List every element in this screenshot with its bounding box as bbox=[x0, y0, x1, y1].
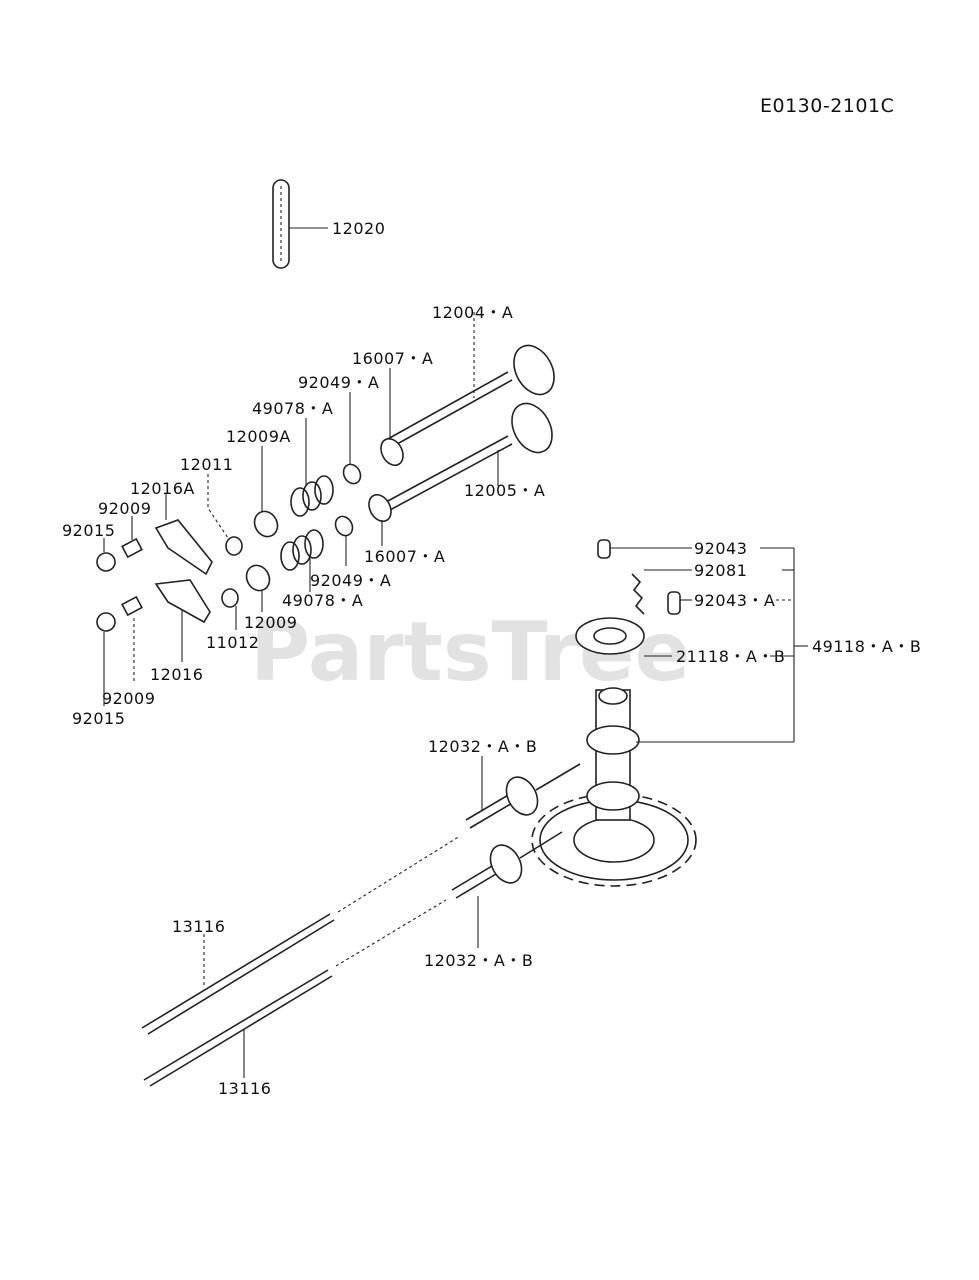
part-92081-spring[interactable] bbox=[631, 569, 692, 615]
diagram-code: E0130-2101C bbox=[760, 95, 894, 117]
label-12009a[interactable]: 12009A bbox=[226, 427, 291, 446]
label-12011[interactable]: 12011 bbox=[180, 455, 233, 474]
label-12020[interactable]: 12020 bbox=[332, 219, 385, 238]
label-92015-top[interactable]: 92015 bbox=[62, 521, 115, 540]
label-92015-bottom[interactable]: 92015 bbox=[72, 709, 125, 728]
label-21118-a-b[interactable]: 21118・A・B bbox=[676, 647, 785, 666]
part-12004-valve[interactable] bbox=[385, 312, 562, 449]
label-16007-a-bottom[interactable]: 16007・A bbox=[364, 547, 445, 566]
part-92009-screw-top[interactable] bbox=[121, 516, 143, 559]
part-21118-decomp-plate[interactable] bbox=[575, 617, 672, 657]
part-12016a-rocker-arm[interactable] bbox=[154, 494, 213, 576]
part-92015-nut-top[interactable] bbox=[96, 538, 116, 572]
label-92049-a-top[interactable]: 92049・A bbox=[298, 373, 379, 392]
label-13116-top[interactable]: 13116 bbox=[172, 917, 225, 936]
label-12009[interactable]: 12009 bbox=[244, 613, 297, 632]
part-49078-spring-bottom[interactable] bbox=[280, 529, 324, 592]
part-16007-retainer-bottom[interactable] bbox=[365, 491, 396, 546]
part-12032-tappet-top[interactable] bbox=[465, 756, 581, 829]
label-11012[interactable]: 11012 bbox=[206, 633, 259, 652]
part-12016-rocker-arm[interactable] bbox=[154, 579, 211, 662]
label-16007-a-top[interactable]: 16007・A bbox=[352, 349, 433, 368]
label-12005-a[interactable]: 12005・A bbox=[464, 481, 545, 500]
part-13116-push-rod-bottom[interactable] bbox=[143, 899, 447, 1087]
label-92009-bottom[interactable]: 92009 bbox=[102, 689, 155, 708]
label-92049-a-bottom[interactable]: 92049・A bbox=[310, 571, 391, 590]
label-12004-a[interactable]: 12004・A bbox=[432, 303, 513, 322]
part-92009-screw-bottom[interactable] bbox=[121, 595, 143, 684]
part-11012-cap[interactable] bbox=[221, 588, 239, 630]
label-12032-a-b-bottom[interactable]: 12032・A・B bbox=[424, 951, 533, 970]
label-12016a[interactable]: 12016A bbox=[130, 479, 195, 498]
label-12032-a-b-top[interactable]: 12032・A・B bbox=[428, 737, 537, 756]
label-49078-a-bottom[interactable]: 49078・A bbox=[282, 591, 363, 610]
part-12009a-guide[interactable] bbox=[250, 446, 282, 541]
part-12011-cap[interactable] bbox=[207, 474, 243, 556]
label-92009-top[interactable]: 92009 bbox=[98, 499, 151, 518]
part-12005-valve[interactable] bbox=[385, 397, 560, 511]
part-92043-a-pin[interactable] bbox=[667, 591, 692, 615]
label-92043-a[interactable]: 92043・A bbox=[694, 591, 775, 610]
label-49078-a-top[interactable]: 49078・A bbox=[252, 399, 333, 418]
part-92049-collet-bottom[interactable] bbox=[332, 513, 356, 566]
part-12009-guide[interactable] bbox=[242, 561, 274, 612]
part-92049-collet-top[interactable] bbox=[340, 392, 364, 487]
part-12032-tappet-bottom[interactable] bbox=[451, 831, 563, 948]
label-13116-bottom[interactable]: 13116 bbox=[218, 1079, 271, 1098]
label-92043[interactable]: 92043 bbox=[694, 539, 747, 558]
label-49118-a-b[interactable]: 49118・A・B bbox=[812, 637, 921, 656]
label-12016[interactable]: 12016 bbox=[150, 665, 203, 684]
part-12020-pin[interactable] bbox=[272, 179, 328, 269]
part-camshaft-assembly[interactable] bbox=[531, 687, 697, 887]
part-92043-pin[interactable] bbox=[597, 539, 692, 559]
part-49078-spring-top[interactable] bbox=[290, 418, 334, 517]
label-92081[interactable]: 92081 bbox=[694, 561, 747, 580]
part-16007-retainer-top[interactable] bbox=[377, 368, 408, 469]
assembly-49118-bracket bbox=[636, 547, 808, 743]
part-92015-nut-bottom[interactable] bbox=[96, 612, 116, 706]
part-13116-push-rod-top[interactable] bbox=[141, 835, 461, 1035]
